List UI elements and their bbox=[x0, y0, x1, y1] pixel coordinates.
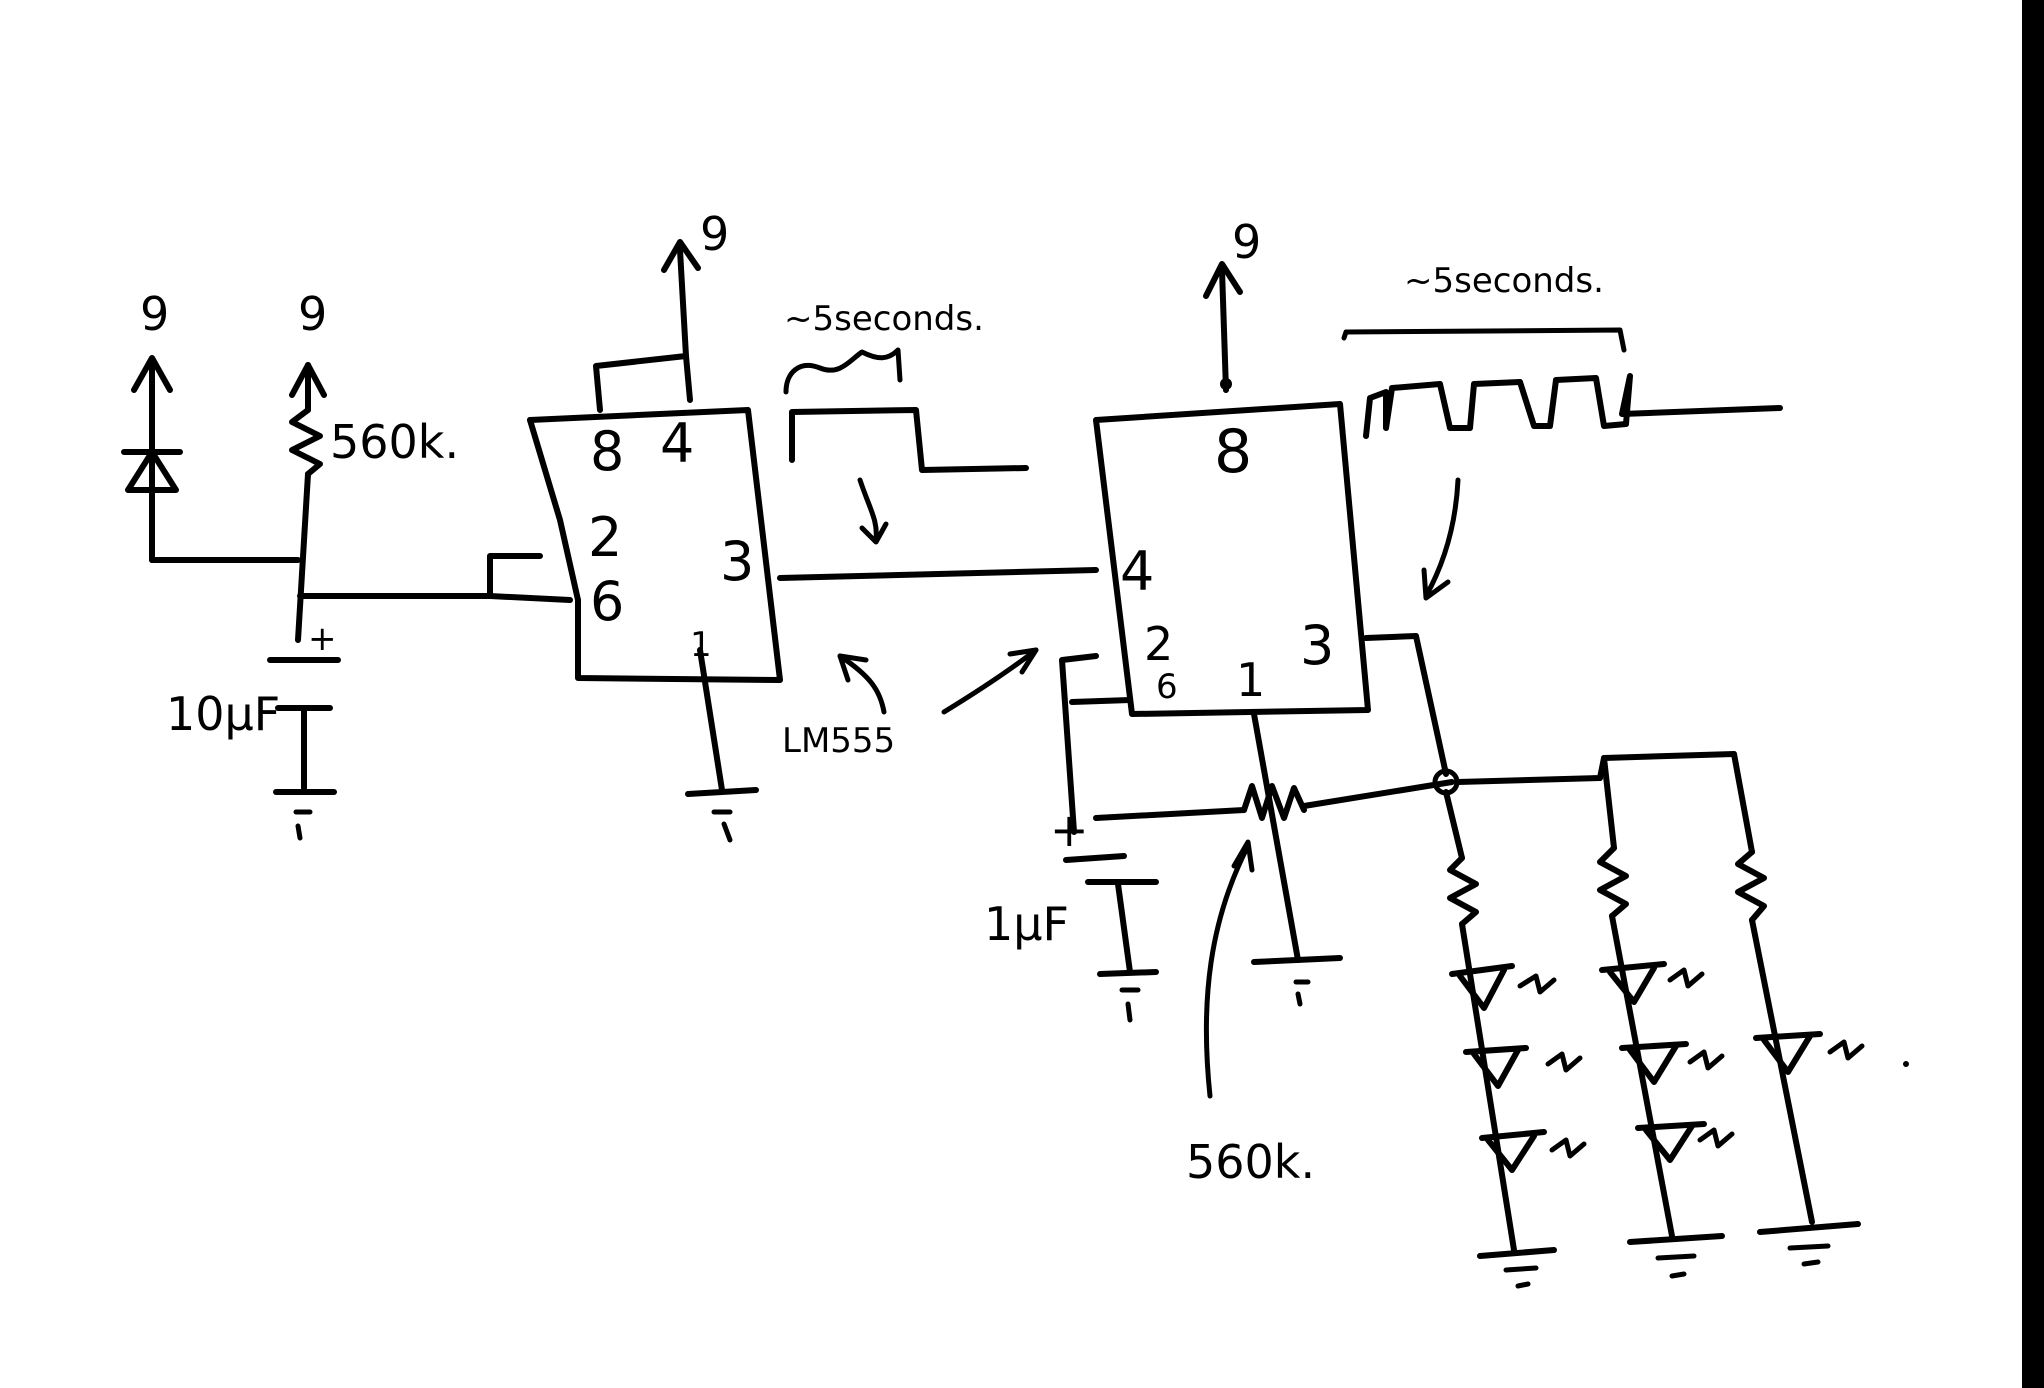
led-1b bbox=[1463, 1045, 1583, 1089]
diode bbox=[121, 449, 183, 493]
ground-symbol-3 bbox=[1097, 969, 1159, 1023]
ic2-pin-8: 8 bbox=[1214, 417, 1252, 487]
timing-label-1: ~5seconds. bbox=[784, 299, 984, 339]
ic1-pin-2: 2 bbox=[588, 506, 622, 569]
ic1-pin-6: 6 bbox=[590, 570, 624, 633]
ic1-pin-8: 8 bbox=[590, 420, 624, 483]
led-chain-2 bbox=[1597, 755, 1735, 1279]
led-2c bbox=[1635, 1121, 1735, 1163]
resistor-label-left: 560k. bbox=[330, 415, 459, 469]
input-section: 9 9 560k. + 10µF bbox=[121, 287, 573, 841]
ground-symbol-4 bbox=[1251, 955, 1343, 1007]
resistor-560k-left bbox=[289, 407, 323, 477]
cap-label-1uf: 1µF bbox=[984, 897, 1069, 951]
timing-annotation-1: ~5seconds. bbox=[783, 299, 1029, 545]
led-3a bbox=[1753, 1031, 1909, 1075]
led-1c bbox=[1479, 1129, 1587, 1173]
ic1-pin-3: 3 bbox=[720, 530, 754, 593]
capacitor-10uf: + bbox=[267, 619, 341, 793]
ic2-pin-6: 6 bbox=[1156, 667, 1178, 707]
ic1-pin-1: 1 bbox=[690, 625, 712, 665]
led-output-section bbox=[1363, 633, 1909, 1289]
resistor-560k-timing bbox=[1241, 783, 1307, 821]
wire-ic1-out-to-ic2-reset bbox=[777, 567, 1099, 581]
cap2-polarity: + bbox=[1050, 803, 1089, 857]
ic2-pin-3: 3 bbox=[1300, 614, 1334, 677]
ground-symbol-6 bbox=[1627, 1233, 1725, 1279]
capacitor-1uf: + bbox=[1050, 803, 1159, 975]
led-chain-3 bbox=[1731, 751, 1909, 1267]
ground-symbol-7 bbox=[1757, 1221, 1861, 1267]
ic2-pin-1: 1 bbox=[1236, 653, 1265, 707]
supply-label-resistor: 9 bbox=[298, 287, 327, 341]
ic-label: LM555 bbox=[782, 647, 1039, 761]
ic2-pin-2: 2 bbox=[1144, 617, 1173, 671]
led-chain-1-resistor bbox=[1447, 855, 1479, 927]
supply-label-diode: 9 bbox=[140, 287, 169, 341]
led-chain-2-resistor bbox=[1597, 845, 1629, 919]
ic1-lm555: 8 4 2 6 3 1 9 bbox=[527, 207, 783, 843]
timing-annotation-2: ~5seconds. bbox=[1341, 261, 1783, 601]
ic-label-lm555: LM555 bbox=[782, 721, 895, 761]
resistor-label-timing: 560k. bbox=[1186, 1135, 1315, 1189]
led-1a bbox=[1449, 963, 1557, 1011]
led-2b bbox=[1619, 1041, 1725, 1085]
ic2-pin-4: 4 bbox=[1120, 540, 1154, 603]
cap1-polarity: + bbox=[308, 619, 337, 659]
timing-label-2: ~5seconds. bbox=[1404, 261, 1604, 301]
led-chain-1 bbox=[1443, 789, 1587, 1289]
timing-network: + 1µF 560k. bbox=[984, 711, 1455, 1189]
ground-symbol-5 bbox=[1477, 1247, 1557, 1289]
ic2-lm555: 8 4 2 6 1 3 9 bbox=[1059, 215, 1371, 835]
cap-label-10uf: 10µF bbox=[166, 687, 280, 741]
ground-symbol-2 bbox=[685, 787, 759, 843]
led-chain-3-resistor bbox=[1735, 849, 1767, 923]
led-2a bbox=[1599, 961, 1705, 1005]
ground-symbol-1 bbox=[273, 789, 337, 841]
ic1-pin-4: 4 bbox=[660, 412, 694, 475]
supply-label-ic2: 9 bbox=[1232, 215, 1261, 269]
page-edge-bar bbox=[2022, 0, 2044, 1388]
supply-label-ic1: 9 bbox=[700, 207, 729, 261]
